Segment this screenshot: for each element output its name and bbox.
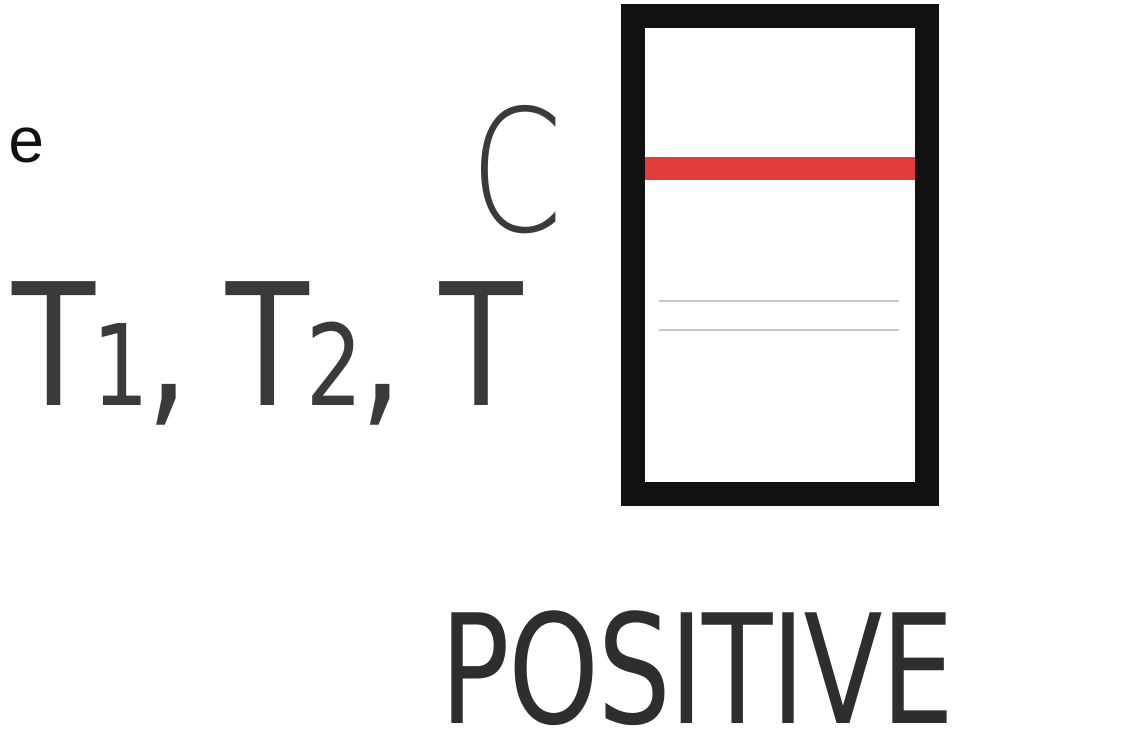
- separator: ,: [145, 248, 226, 446]
- clipped-text-fragment: e: [8, 105, 44, 175]
- faint-test-line: [659, 300, 899, 302]
- test-label-t1: T: [12, 248, 95, 446]
- test-cassette-window: [621, 4, 939, 506]
- faint-test-line: [659, 329, 899, 331]
- test-label-t1-subscript: 1: [91, 302, 149, 432]
- test-line-labels: T1, T2, T: [12, 262, 523, 452]
- control-line-label: C: [470, 74, 563, 272]
- separator: ,: [359, 248, 440, 446]
- result-label: POSITIVE: [440, 582, 954, 739]
- test-label-t2: T: [225, 248, 309, 446]
- control-line: [645, 157, 915, 180]
- test-label-t: T: [439, 248, 523, 446]
- test-label-t2-subscript: 2: [305, 302, 363, 432]
